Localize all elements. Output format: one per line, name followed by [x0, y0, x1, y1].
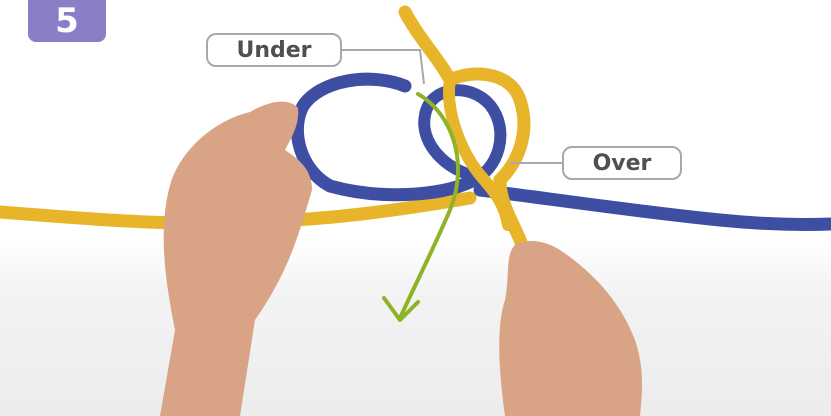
right-hand — [499, 241, 642, 416]
green-arrow-head — [384, 298, 418, 320]
left-hand — [160, 102, 312, 416]
step-number-badge: 5 — [28, 0, 106, 42]
blue-rope-right — [480, 190, 831, 225]
over-callout: Over — [562, 146, 682, 180]
under-callout: Under — [206, 33, 342, 67]
